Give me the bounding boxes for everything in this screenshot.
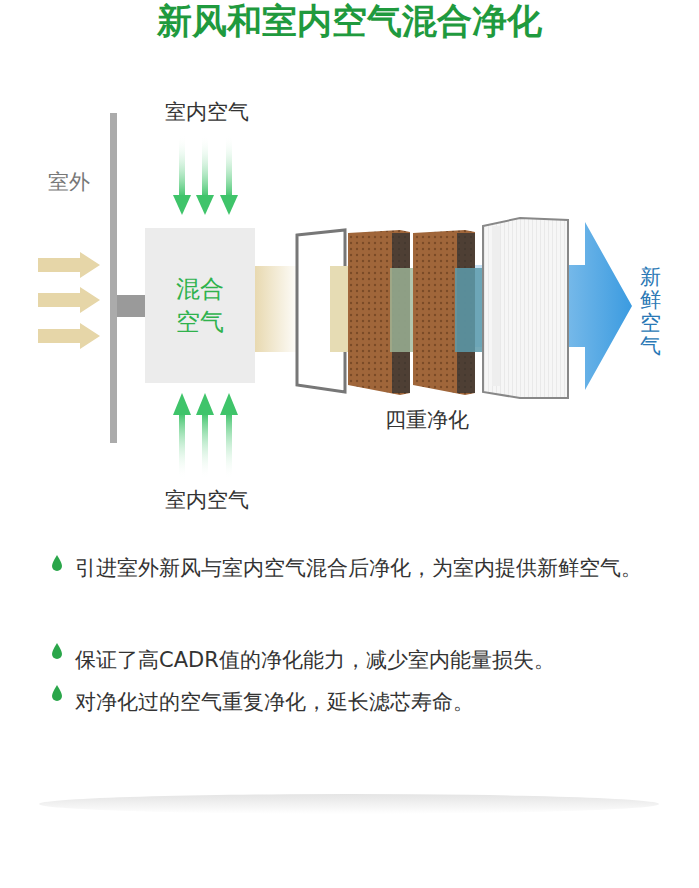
- bullet-text: 保证了高CADR值的净化能力，减少室内能量损失。: [75, 638, 685, 682]
- stage-label: 四重净化: [385, 406, 469, 434]
- box-text: 混合空气: [174, 273, 227, 338]
- mix-box: 混合空气: [145, 228, 255, 383]
- indoor-label: 室内空气: [165, 98, 249, 126]
- bullet-text: 对净化过的空气重复净化，延长滤芯寿命。: [75, 680, 685, 724]
- title: 新风和室内空气混合净化: [0, 0, 699, 45]
- fresh-air-label: 新鲜空气: [640, 266, 661, 358]
- bullet-text: 引进室外新风与室内空气混合后净化，为室内提供新鲜空气。: [75, 546, 655, 590]
- indoor-label: 室内空气: [165, 486, 249, 514]
- outdoor-label: 室外: [48, 168, 90, 196]
